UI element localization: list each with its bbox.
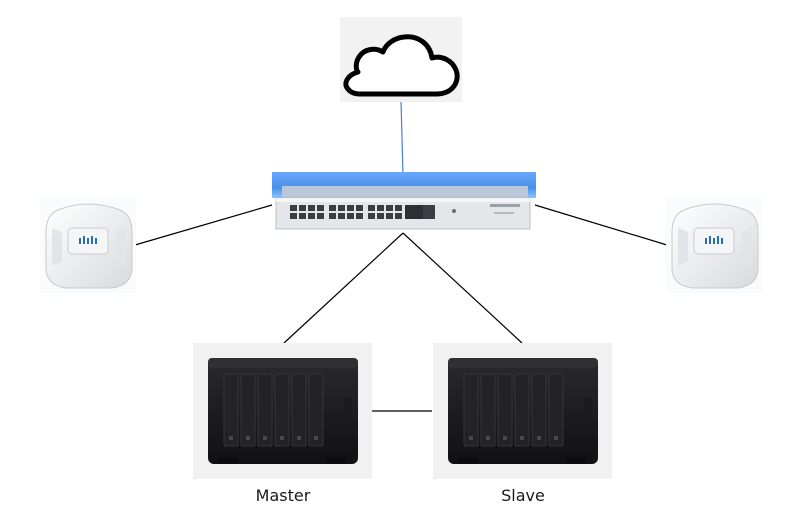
- drive-bay-led: [263, 436, 267, 440]
- drive-bay-led: [314, 436, 318, 440]
- drive-bay-led: [554, 436, 558, 440]
- switch-port: [290, 213, 297, 219]
- drive-bay: [514, 373, 530, 447]
- link-cloud-switch: [400, 99, 404, 176]
- link-switch-nas-slave: [402, 232, 523, 344]
- switch-port: [290, 205, 297, 211]
- wireless-access-point-right-icon: [666, 196, 762, 293]
- switch-port: [329, 205, 336, 211]
- drive-bay: [240, 373, 256, 447]
- switch-port: [368, 205, 375, 211]
- switch-port: [317, 205, 324, 211]
- switch-port: [308, 213, 315, 219]
- drive-bay-led: [537, 436, 541, 440]
- nas-slave-label: Slave: [501, 486, 545, 505]
- switch-port: [347, 205, 354, 211]
- link-switch-ap-left: [134, 204, 273, 246]
- wireless-access-point-left-icon: [40, 196, 136, 293]
- drive-bay: [223, 373, 239, 447]
- switch-port: [377, 205, 384, 211]
- switch-port: [356, 205, 363, 211]
- nas-master-icon: [193, 343, 372, 479]
- connections: [134, 99, 668, 412]
- drive-bay-led: [229, 436, 233, 440]
- switch-ports: [290, 205, 402, 219]
- drive-bay-led: [469, 436, 473, 440]
- switch-port: [299, 213, 306, 219]
- drive-bay: [548, 373, 564, 447]
- drive-bay-led: [520, 436, 524, 440]
- drive-bay-led: [280, 436, 284, 440]
- switch-port: [377, 213, 384, 219]
- switch-port: [299, 205, 306, 211]
- switch-port: [338, 205, 345, 211]
- switch-port: [308, 205, 315, 211]
- switch-port: [386, 205, 393, 211]
- drive-bay-led: [246, 436, 250, 440]
- switch-port: [386, 213, 393, 219]
- nas-slave-icon: [433, 343, 612, 479]
- nas-master-drive-bays: [223, 373, 324, 447]
- switch-port: [347, 213, 354, 219]
- switch-port: [317, 213, 324, 219]
- nas-slave-drive-bays: [463, 373, 564, 447]
- switch-port: [338, 213, 345, 219]
- drive-bay: [308, 373, 324, 447]
- drive-bay: [257, 373, 273, 447]
- switch-port: [395, 213, 402, 219]
- drive-bay: [497, 373, 513, 447]
- drive-bay: [480, 373, 496, 447]
- network-switch-icon: [272, 172, 536, 230]
- link-switch-nas-master: [283, 232, 404, 344]
- drive-bay: [531, 373, 547, 447]
- drive-bay: [274, 373, 290, 447]
- link-switch-ap-right: [534, 204, 668, 246]
- switch-port: [356, 213, 363, 219]
- drive-bay: [463, 373, 479, 447]
- nas-master-label: Master: [255, 486, 311, 505]
- switch-port: [368, 213, 375, 219]
- drive-bay-led: [297, 436, 301, 440]
- switch-port: [329, 213, 336, 219]
- cloud-icon: [340, 17, 462, 102]
- drive-bay-led: [503, 436, 507, 440]
- drive-bay: [291, 373, 307, 447]
- drive-bay-led: [486, 436, 490, 440]
- switch-port: [395, 205, 402, 211]
